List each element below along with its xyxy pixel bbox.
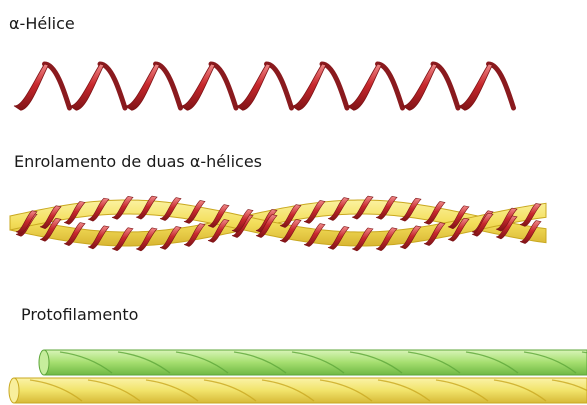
helix-ribbon-front [403, 64, 437, 110]
helix-ribbon-front [125, 64, 159, 110]
helix-ribbon-front [14, 64, 48, 110]
protofilament-illustration [9, 350, 587, 403]
helix-ribbon-back [211, 64, 236, 108]
helix-ribbon-back [433, 64, 458, 108]
helix-ribbon-front [181, 64, 215, 110]
helix-ribbon-front [347, 64, 381, 110]
helix-ribbon-back [322, 64, 347, 108]
helix-ribbon-back [156, 64, 181, 108]
green-tube [41, 350, 587, 375]
helix-ribbon-back [45, 64, 70, 108]
protofilament-yellow-strand [9, 378, 587, 403]
helix-ribbon-back [378, 64, 403, 108]
helix-ribbon-back [489, 64, 514, 108]
green-tube-end [39, 350, 49, 375]
alpha-helix-illustration [14, 64, 514, 110]
helix-ribbon-back [100, 64, 125, 108]
helix-ribbon-back [267, 64, 292, 108]
coiled-coil-illustration [10, 196, 546, 251]
helix-ribbon-front [292, 64, 326, 110]
helix-ribbon-front [70, 64, 104, 110]
helix-ribbon-front [236, 64, 270, 110]
yellow-tube-end [9, 378, 19, 403]
helix-ribbon-front [458, 64, 492, 110]
protofilament-green-strand [39, 350, 587, 375]
